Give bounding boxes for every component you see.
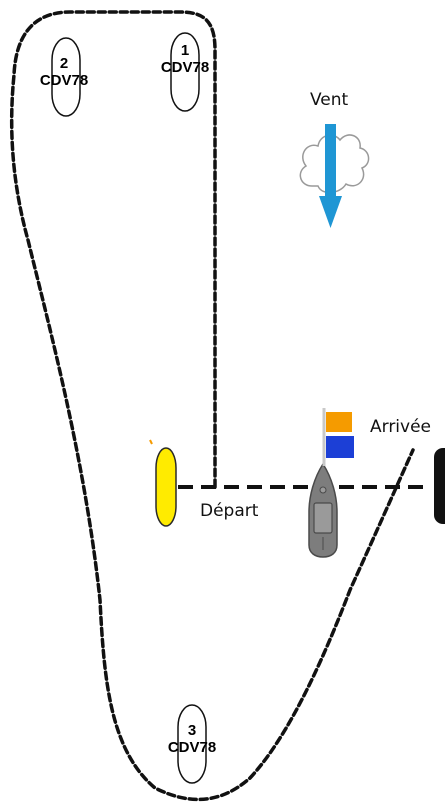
buoy-tip [149,439,153,445]
course-route [9,10,415,802]
committee-boat-icon [308,462,338,558]
mark-2-label: 2 CDV78 [29,55,99,89]
finish-flags-icon [322,408,354,466]
mark-3-buoy [177,704,207,784]
mark-2-club: CDV78 [39,72,89,89]
end-buoy [434,448,445,524]
mark-1-buoy [170,32,200,112]
wind-arrow-shaft [325,124,336,196]
mark-2-number: 2 [59,55,69,72]
mark-3-number: 3 [187,722,197,739]
start-label: Départ [200,501,259,521]
boat-hatch [319,486,327,494]
flag-blue [326,436,354,458]
mark-3-label: 3 CDV78 [157,722,227,756]
boat-cabin [313,502,333,534]
start-pin-buoy [155,447,177,527]
mark-3-club: CDV78 [167,739,217,756]
mark-1-label: 1 CDV78 [150,42,220,76]
wind-label: Vent [310,90,349,110]
finish-label: Arrivée [370,417,432,437]
flag-orange [326,412,352,432]
mark-2-buoy [51,37,81,117]
mark-1-number: 1 [180,42,190,59]
wind-arrow-icon [319,124,342,228]
wind-arrow-head [319,196,342,228]
mark-1-club: CDV78 [160,59,210,76]
